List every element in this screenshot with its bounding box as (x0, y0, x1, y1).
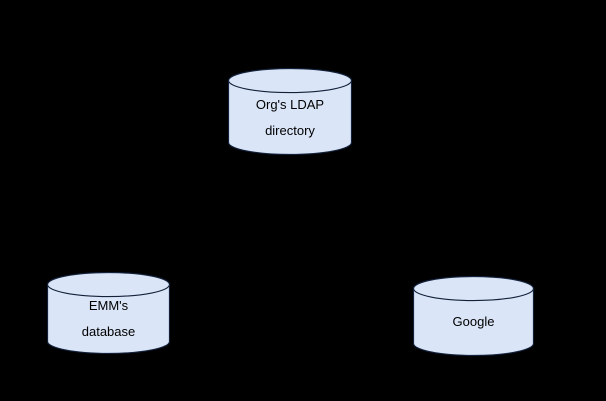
cylinder-top-ellipse (413, 276, 534, 302)
cylinder-shape (47, 272, 170, 354)
cylinder-top-ellipse (47, 272, 170, 298)
cylinder-top-ellipse (228, 68, 352, 94)
node-google[interactable]: Google (413, 276, 534, 356)
cylinder-shape (413, 276, 534, 356)
cylinder-shape (228, 68, 352, 155)
